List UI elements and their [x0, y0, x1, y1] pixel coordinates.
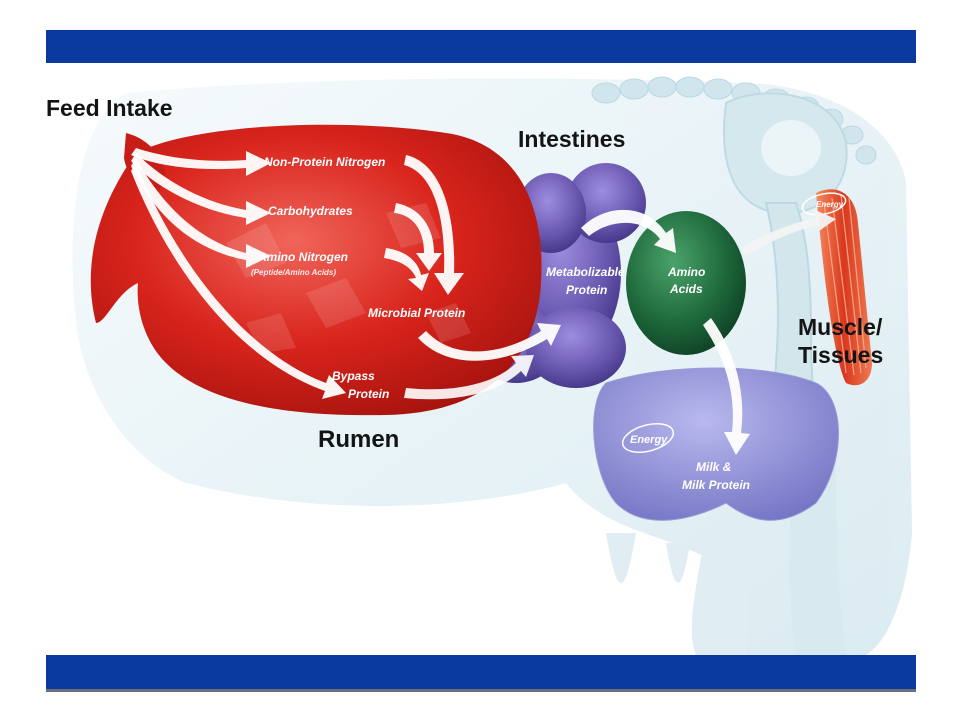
feed-intake-label: Feed Intake: [46, 95, 173, 121]
energy-muscle-tag: [801, 192, 847, 216]
non-protein-nitrogen-label: Non-Protein Nitrogen: [264, 155, 385, 169]
energy-muscle-label: Energy: [816, 200, 844, 209]
energy-udder-tag: [621, 423, 675, 453]
rumen-label: Rumen: [318, 426, 399, 453]
flow-arrows: [131, 148, 836, 455]
microbial-protein-label: Microbial Protein: [368, 306, 465, 320]
amino-label: Amino: [667, 265, 705, 279]
tissues-label: Tissues: [798, 342, 883, 368]
muscle-label: Muscle/: [798, 314, 883, 340]
metabolizable-label: Metabolizable: [546, 265, 625, 279]
bypass-protein-label: Protein: [348, 387, 389, 401]
amino-nitrogen-sub-label: (Peptide/Amino Acids): [251, 268, 336, 277]
udder: Energy Milk & Milk Protein: [593, 367, 839, 521]
milk-label: Milk &: [696, 460, 731, 474]
metabolizable-protein-label: Protein: [566, 283, 607, 297]
header-bar: [46, 30, 916, 63]
acids-label: Acids: [669, 282, 703, 296]
protein-metabolism-diagram: Energy Energy Milk & Milk Protein Metabo…: [46, 76, 912, 655]
energy-udder-label: Energy: [630, 434, 668, 446]
amino-acids-organ: Amino Acids: [626, 211, 746, 355]
milk-protein-label: Milk Protein: [682, 478, 750, 492]
footer-bar: [46, 655, 916, 692]
bypass-label: Bypass: [332, 369, 375, 383]
carbohydrates-label: Carbohydrates: [268, 204, 353, 218]
muscle-tissue: Energy: [801, 189, 872, 386]
intestines-label: Intestines: [518, 126, 625, 152]
amino-nitrogen-label: Amino Nitrogen: [257, 250, 348, 264]
